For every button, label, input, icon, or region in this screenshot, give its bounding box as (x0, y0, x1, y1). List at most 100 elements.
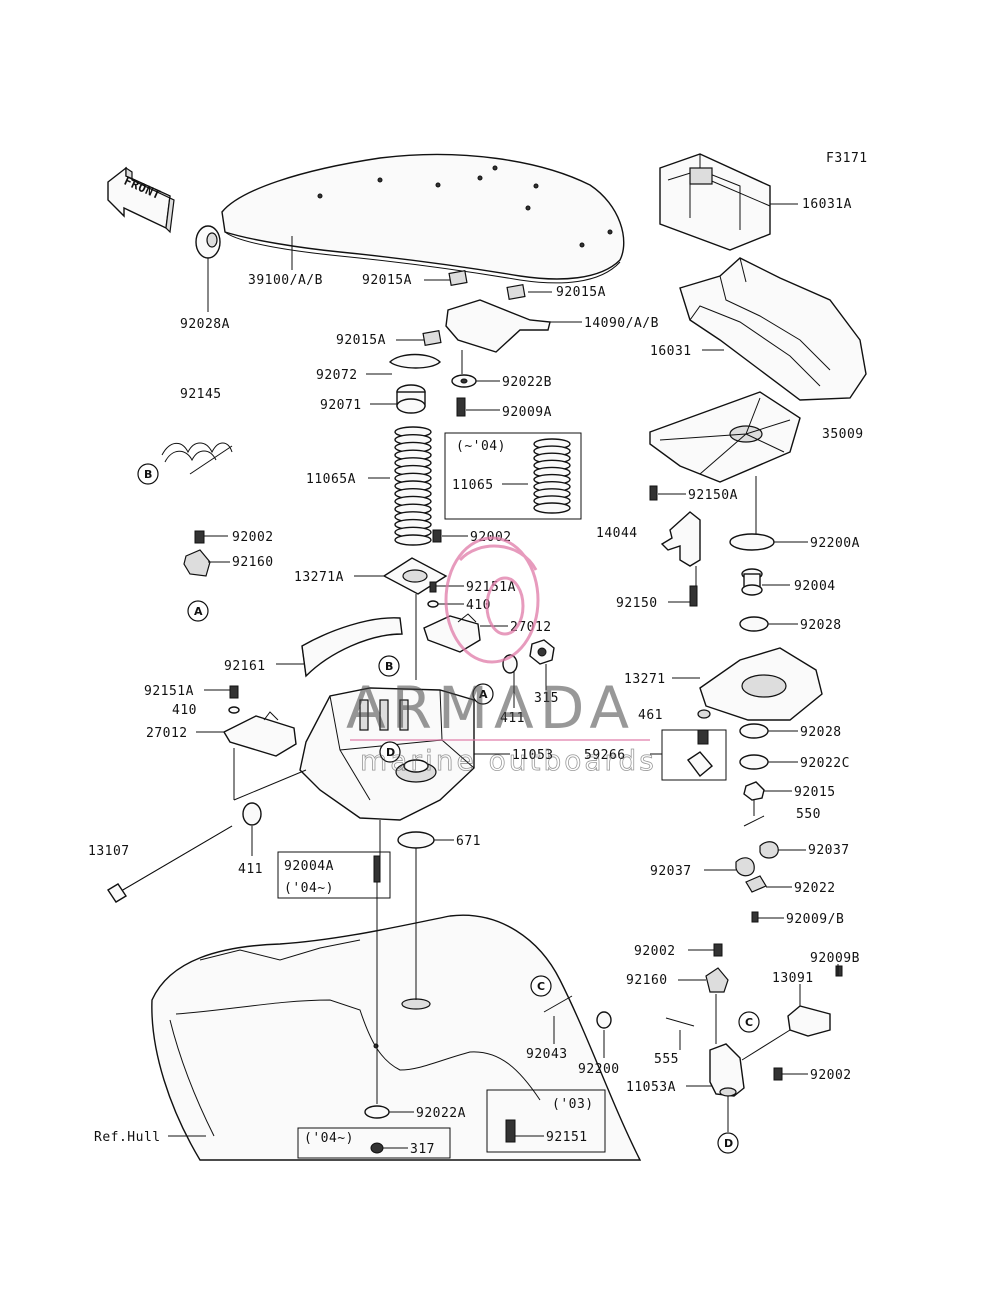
label-11053: 11053 (512, 748, 554, 763)
ref-marker-c-mid: C (530, 975, 552, 997)
bolt-92151-part (505, 1119, 516, 1143)
label-555: 555 (654, 1052, 679, 1067)
label-92002-3: 92002 (634, 944, 676, 959)
note-box-from04-b (297, 1127, 451, 1159)
bolt-92002-right-top-part (713, 943, 723, 957)
label-16031A: 16031A (802, 197, 852, 212)
bracket-11053A-part (709, 1043, 745, 1097)
mat-16031A-part (659, 153, 771, 251)
label-39100: 39100/A/B (248, 273, 323, 288)
ref-marker-b-mid: B (378, 655, 400, 677)
label-92151A-2: 92151A (144, 684, 194, 699)
stud-92004-part (741, 568, 763, 596)
label-14090: 14090/A/B (584, 316, 659, 331)
svg-text:D: D (386, 746, 396, 759)
washer-92022B-part (451, 374, 477, 388)
label-refhull: Ref.Hull (94, 1130, 161, 1145)
bolt-92151A-mid-part (429, 581, 437, 593)
label-92015A-1: 92015A (362, 273, 412, 288)
label-671: 671 (456, 834, 481, 849)
label-13107: 13107 (88, 844, 130, 859)
label-92004A: 92004A (284, 859, 334, 874)
bracket-14044-part (660, 511, 701, 567)
oring-671-part (397, 831, 435, 849)
nut-92015-part (743, 781, 765, 801)
label-92200: 92200 (578, 1062, 620, 1077)
ref-marker-d-right: D (717, 1132, 739, 1154)
screw-92009B-part (751, 911, 759, 923)
label-35009: 35009 (822, 427, 864, 442)
bolt-92002-right-bottom-part (773, 1067, 783, 1081)
bolt-92151A-left-part (229, 685, 239, 699)
washer-92200-part (596, 1011, 612, 1029)
ref-marker-c-right: C (738, 1011, 760, 1033)
bolt-92002-left-part (194, 530, 205, 544)
label-13271A: 13271A (294, 570, 344, 585)
label-92009A: 92009A (502, 405, 552, 420)
label-11053A: 11053A (626, 1080, 676, 1095)
plate-14090-part (422, 270, 551, 353)
svg-text:C: C (745, 1016, 754, 1029)
figure-code: F3171 (826, 151, 868, 166)
clip-92160-right-part (705, 967, 729, 993)
label-92071: 92071 (320, 398, 362, 413)
bracket-35009-part (649, 391, 801, 501)
washer-410-mid-part (427, 600, 439, 608)
label-14044: 14044 (596, 526, 638, 541)
label-317: 317 (410, 1142, 435, 1157)
label-92015A-2: 92015A (556, 285, 606, 300)
cover-39100-part (221, 153, 625, 284)
grommet-92071-part (396, 384, 426, 414)
label-92160-2: 92160 (626, 973, 668, 988)
label-92161: 92161 (224, 659, 266, 674)
label-27012-2: 27012 (146, 726, 188, 741)
label-92145: 92145 (180, 387, 222, 402)
clip-92160-left-part (183, 549, 211, 577)
spring-92145-part (161, 442, 233, 475)
label-11065A: 11065A (306, 472, 356, 487)
note-03: ('03) (552, 1097, 594, 1112)
washer-410-left-part (228, 706, 240, 714)
label-16031: 16031 (650, 344, 692, 359)
screw-92009B-right-part (835, 965, 843, 977)
label-92002-1: 92002 (232, 530, 274, 545)
nut-317-part (370, 1142, 384, 1154)
svg-text:B: B (144, 468, 153, 481)
nut-315-part (529, 639, 555, 665)
washer-92022C-part (739, 754, 769, 770)
bolt-13107-part (107, 825, 233, 903)
label-92200A: 92200A (810, 536, 860, 551)
bracket-13091-part (787, 1005, 831, 1037)
label-92028-2: 92028 (800, 725, 842, 740)
svg-text:B: B (385, 660, 394, 673)
bolt-92150-part (689, 585, 698, 607)
part-labels: 16031A 39100/A/B 92015A 92015A 92028A 14… (88, 197, 864, 1157)
label-92015A-3: 92015A (336, 333, 386, 348)
nut-461-part (697, 709, 711, 719)
label-92022C: 92022C (800, 756, 850, 771)
note-from04-a: ('04~) (284, 881, 334, 896)
hull-part (151, 914, 642, 1161)
label-92151: 92151 (546, 1130, 588, 1145)
label-13271: 13271 (624, 672, 666, 687)
clamp-92037-left-part (735, 857, 755, 877)
label-92022: 92022 (794, 881, 836, 896)
label-315: 315 (534, 691, 559, 706)
note-before04: (~'04) (456, 439, 506, 454)
label-92037-1: 92037 (808, 843, 850, 858)
clamp-92022-part (745, 875, 767, 893)
label-92150A: 92150A (688, 488, 738, 503)
label-92009B-2: 92009B (810, 951, 860, 966)
label-11065: 11065 (452, 478, 494, 493)
clamp-92037-right-part (759, 841, 779, 859)
stud-92004A-part (373, 855, 381, 883)
svg-text:D: D (724, 1137, 734, 1150)
joint-59266-part (686, 729, 713, 778)
label-410-1: 410 (466, 598, 491, 613)
label-92028A: 92028A (180, 317, 230, 332)
box-461-59266 (661, 729, 727, 781)
label-92022B: 92022B (502, 375, 552, 390)
boot-11065A-part (394, 426, 432, 546)
washer-92022A-part (364, 1105, 390, 1119)
plate-13271-part (699, 647, 823, 721)
